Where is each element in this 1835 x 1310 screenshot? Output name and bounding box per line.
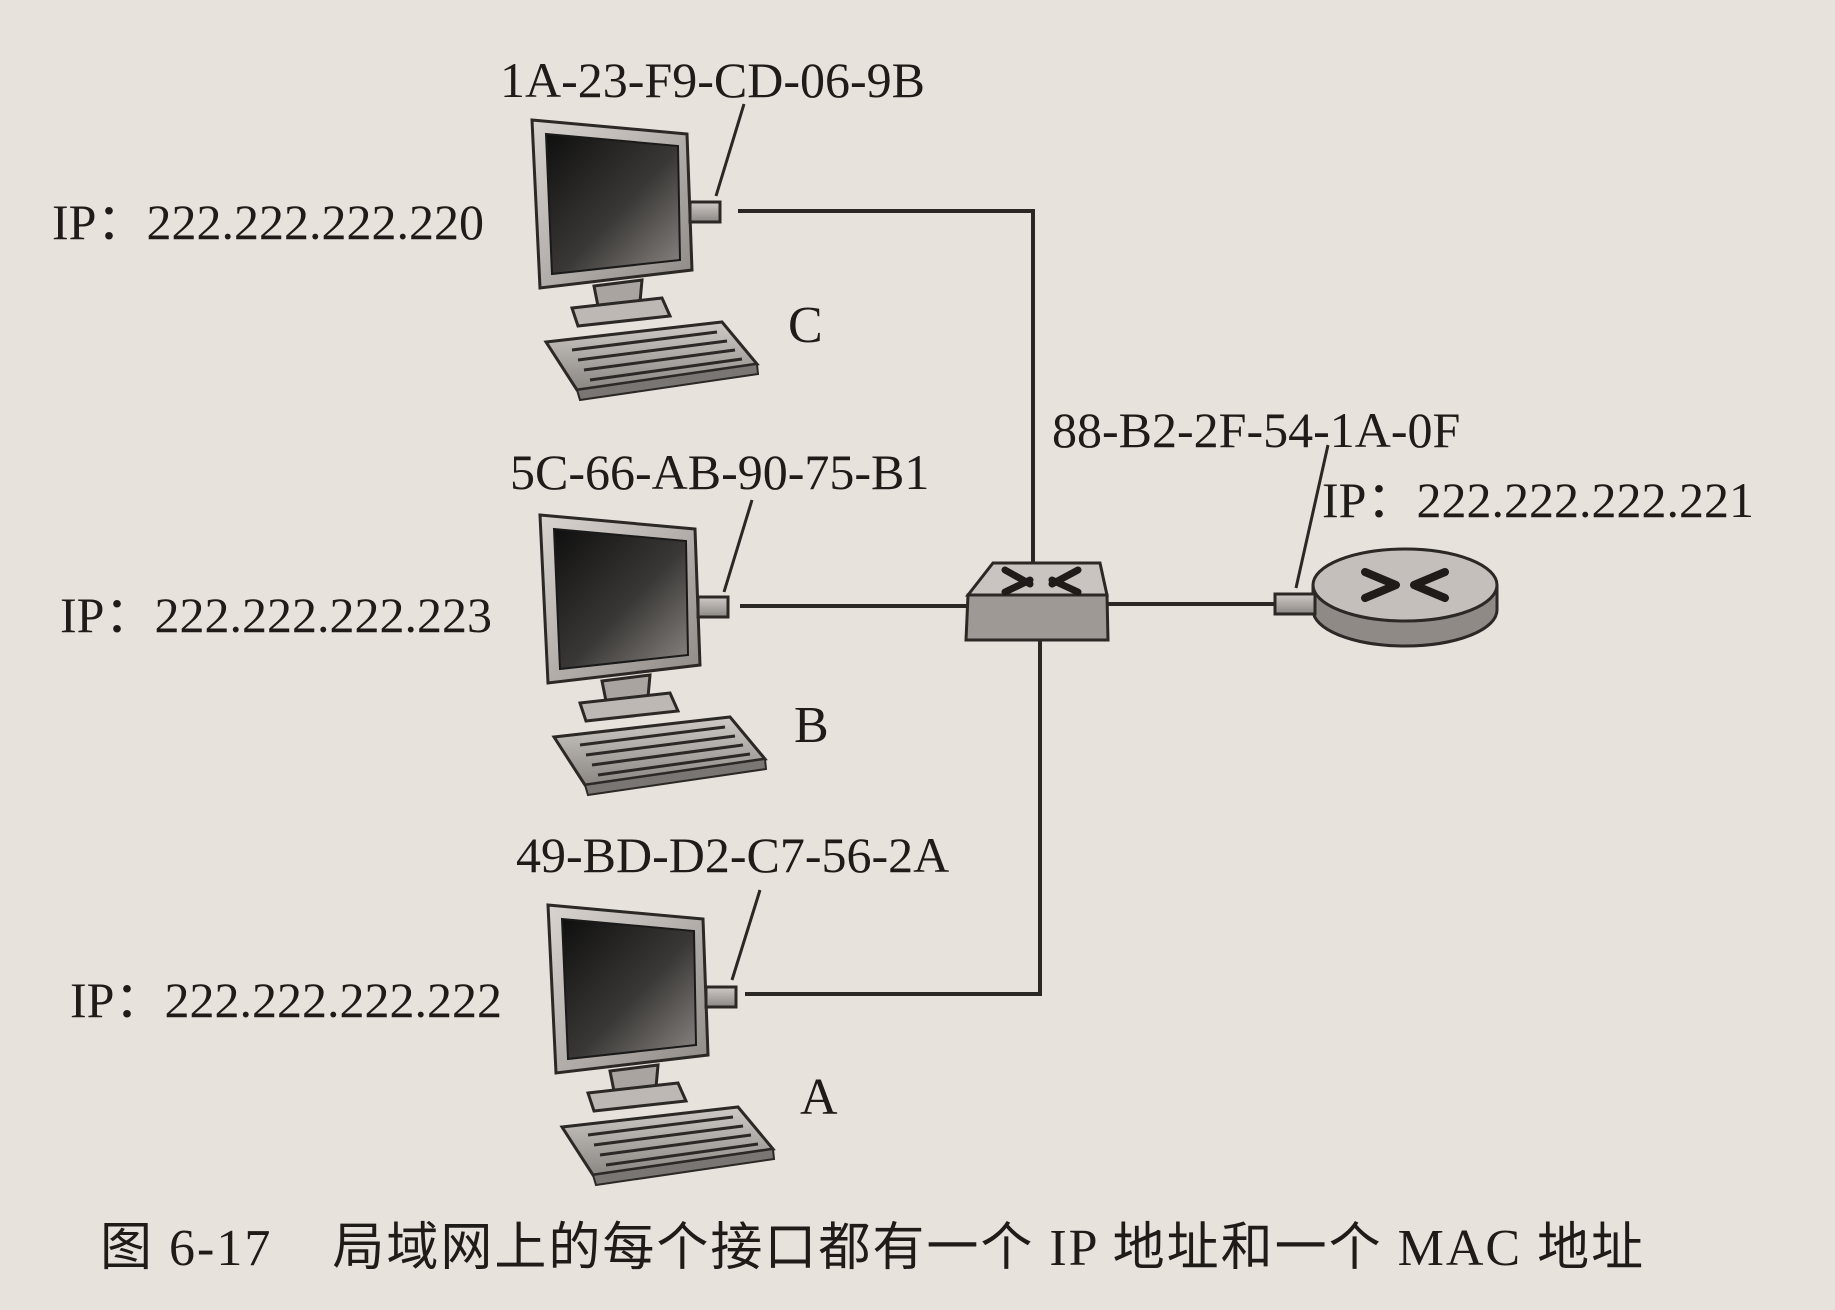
mac-leader-a [730,889,762,981]
figure-number: 图 6-17 [100,1220,273,1277]
mac-leader-c [714,103,746,197]
computer-b-icon [538,513,768,797]
router-icon [1273,547,1499,648]
figure-caption: 图 6-17 局域网上的每个接口都有一个 IP 地址和一个 MAC 地址 [100,1205,1645,1280]
ip-label-router: IP：222.222.222.221 [1322,472,1754,528]
mac-leader-router [1294,444,1330,589]
mac-leader-b [722,499,754,593]
mac-label-b: 5C-66-AB-90-75-B1 [510,444,930,500]
node-label-a: A [800,1069,838,1126]
node-label-c: C [788,297,823,354]
computer-a-icon [546,903,776,1187]
node-label-b: B [794,697,829,754]
figure-caption-text: 局域网上的每个接口都有一个 IP 地址和一个 MAC 地址 [332,1220,1646,1277]
link-a-switch [745,640,1042,996]
mac-label-c: 1A-23-F9-CD-06-9B [500,52,925,108]
switch-icon [964,561,1110,642]
link-c-switch [738,209,1035,575]
mac-label-a: 49-BD-D2-C7-56-2A [516,827,950,883]
computer-c-icon [530,118,760,402]
ip-label-c: IP：222.222.222.220 [52,194,484,250]
ip-label-b: IP：222.222.222.223 [60,587,492,643]
ip-label-a: IP：222.222.222.222 [70,972,502,1028]
mac-label-router: 88-B2-2F-54-1A-0F [1052,402,1461,458]
